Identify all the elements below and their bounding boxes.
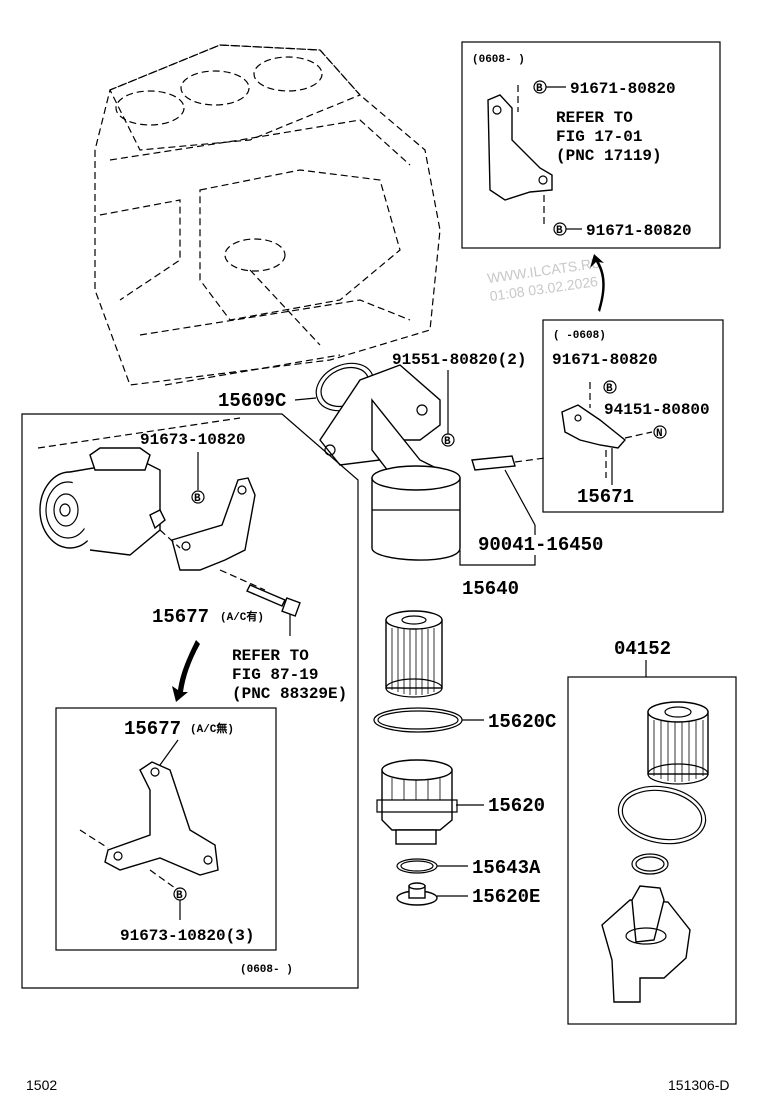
svg-text:B: B: [606, 383, 613, 395]
filter-stack: 15620C 15620 15643A 15620E: [373, 610, 556, 908]
inset-mid: ( -0608) 91671-80820 B 94151-80800 N 156…: [542, 319, 724, 513]
svg-text:B: B: [556, 225, 563, 237]
inset-mid-bolt-label[interactable]: 91671-80820: [552, 351, 658, 369]
inset-left-sub: 15677 (A/C無) B 91673-10820(3): [55, 707, 277, 951]
sub-bracket-note: (A/C無): [190, 721, 234, 736]
sub-bracket-label[interactable]: 15677: [124, 718, 181, 740]
inset-left-bracket: [171, 477, 256, 571]
bolt-b-label[interactable]: 91551-80820(2): [392, 351, 526, 369]
inset-left-b-marker: [191, 490, 205, 504]
inset-mid-b-marker: [603, 380, 617, 394]
inset-top-refer-line2: FIG 17-01: [556, 128, 642, 146]
watermark: WWW.ILCATS.RU 01:08 03.02.2026: [486, 254, 602, 304]
oring-label[interactable]: 15620C: [488, 711, 556, 733]
inset-mid-bracket: [561, 404, 627, 449]
svg-text:B: B: [176, 890, 183, 902]
ac-compressor: [39, 447, 166, 556]
housing-label[interactable]: 15640: [462, 578, 519, 600]
inset-top-date-range: (0608- ): [472, 54, 525, 66]
inset-left-date-range: (0608- ): [240, 964, 293, 976]
union-label[interactable]: 90041-16450: [478, 534, 603, 556]
footer-page-left: 1502: [26, 1077, 57, 1093]
inset-top-refer-line1: REFER TO: [556, 109, 633, 127]
svg-text:B: B: [194, 493, 201, 505]
inset-left-refer-line1: REFER TO: [232, 647, 309, 665]
arrow-to-inset-top: [590, 254, 605, 312]
drain-plug-label[interactable]: 15620E: [472, 886, 540, 908]
svg-text:B: B: [536, 83, 543, 95]
inset-left-bracket-note: (A/C有): [220, 609, 264, 624]
gasket-label[interactable]: 15609C: [218, 390, 286, 412]
cap-label[interactable]: 15620: [488, 795, 545, 817]
inset-left: 91673-10820 B 15677 (A/C有) REFER TO FIG …: [21, 413, 359, 989]
inset-mid-nut-label[interactable]: 94151-80800: [604, 401, 710, 419]
inset-mid-date-range: ( -0608): [553, 330, 606, 342]
inset-top-bolt-bottom-label[interactable]: 91671-80820: [586, 222, 692, 240]
svg-text:B: B: [444, 436, 451, 448]
drain-plug: [396, 882, 438, 906]
engine-block-outline: [94, 44, 441, 386]
oil-filter-housing: 15609C 90041-16450 B 91551-80820(2) 1564…: [218, 351, 603, 600]
footer-page-right: 151306-D: [668, 1077, 730, 1093]
inset-mid-n-marker: [653, 425, 667, 439]
filter-element: [385, 610, 443, 698]
inset-top-bolt-top-label[interactable]: 91671-80820: [570, 80, 676, 98]
inset-top-bracket: [487, 94, 553, 201]
filter-cap: [376, 759, 458, 845]
arrow-to-sub-inset: [172, 640, 200, 702]
inset-left-bolt-top-label[interactable]: 91673-10820: [140, 431, 246, 449]
inset-top-refer-line3: (PNC 17119): [556, 147, 662, 165]
sub-bracket: [104, 761, 219, 876]
inset-top: (0608- ) B 91671-80820 REFER TO FIG 17-0…: [461, 41, 721, 249]
kit-box: 04152: [567, 638, 737, 1025]
inset-left-refer-line3: (PNC 88329E): [232, 685, 347, 703]
kit-number-label[interactable]: 04152: [614, 638, 671, 660]
union-bolt: [471, 455, 516, 471]
small-oring-label[interactable]: 15643A: [472, 857, 541, 879]
inset-left-bracket-label[interactable]: 15677: [152, 606, 209, 628]
inset-mid-bracket-label[interactable]: 15671: [577, 486, 634, 508]
svg-text:N: N: [656, 428, 663, 440]
inset-left-refer-line2: FIG 87-19: [232, 666, 318, 684]
sub-bolt-label[interactable]: 91673-10820(3): [120, 927, 254, 945]
housing-body: [371, 477, 461, 561]
